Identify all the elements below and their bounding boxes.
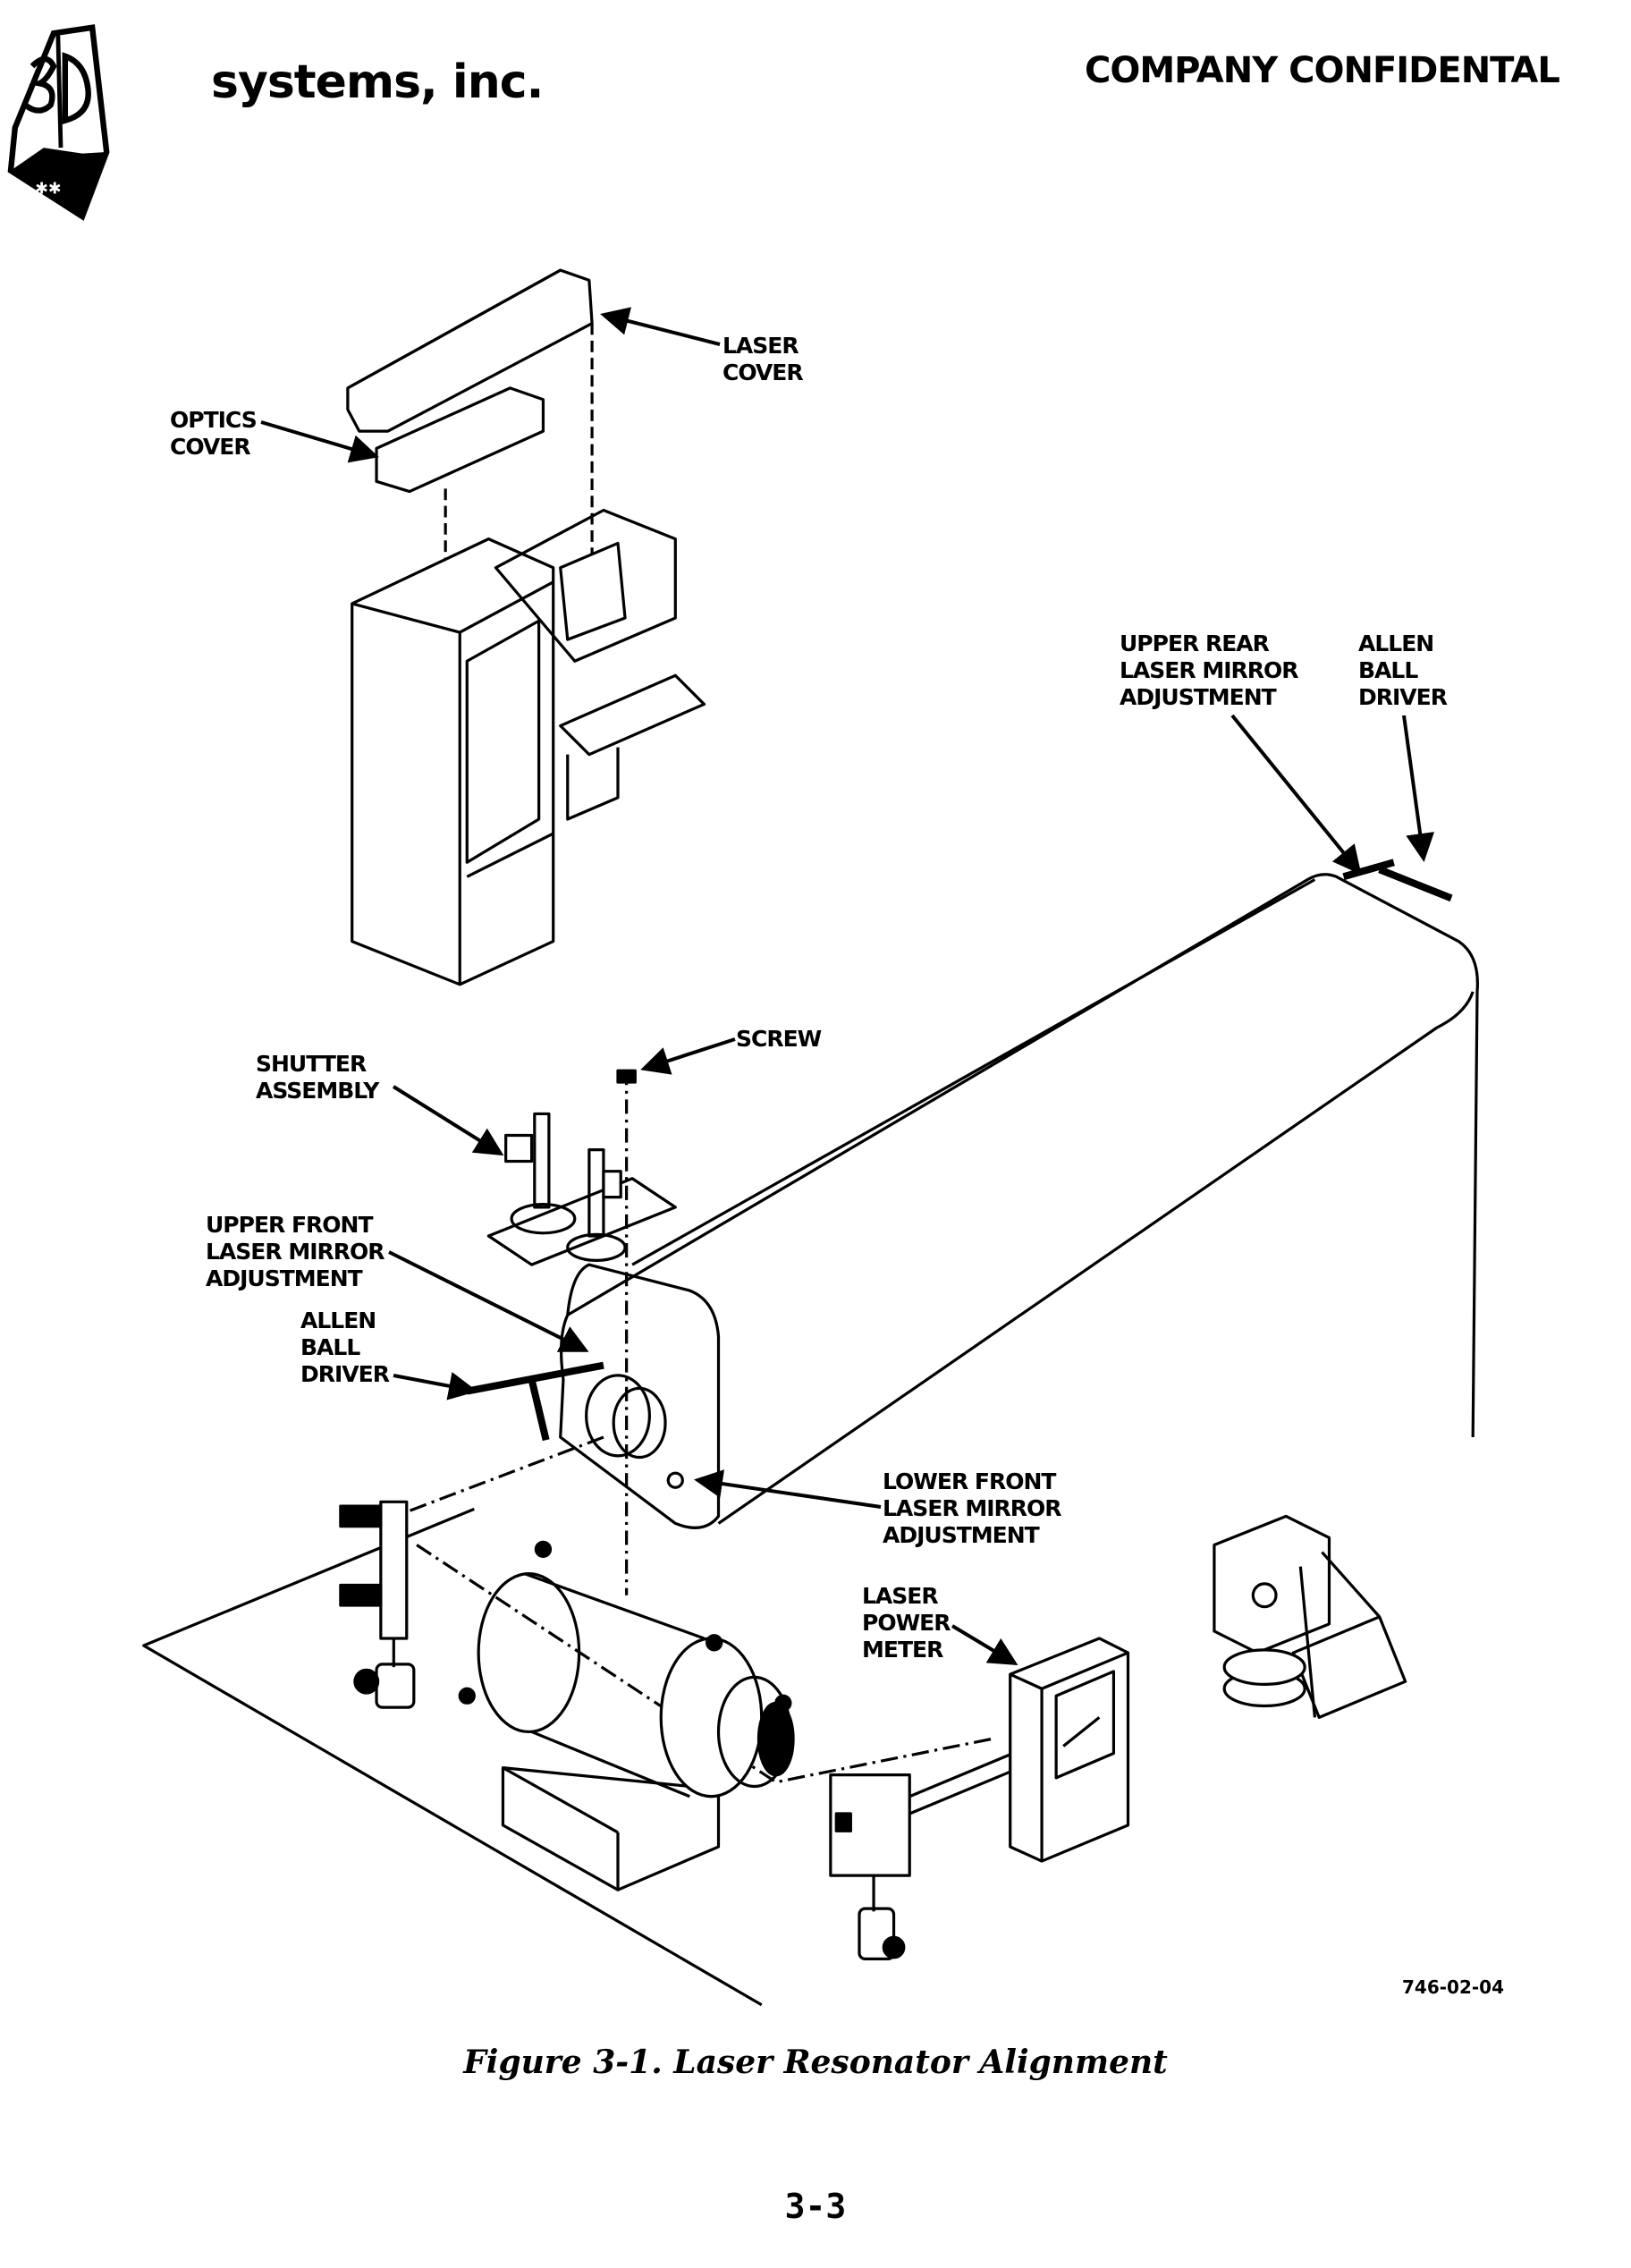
leader-upper-front — [389, 1252, 586, 1350]
label-allen-ball-driver-front: ALLENBALLDRIVER — [300, 1307, 389, 1388]
leader-allen-rear — [1404, 715, 1424, 859]
label-lower-front-mirror-adjustment: LOWER FRONTLASER MIRRORADJUSTMENT — [883, 1468, 1061, 1549]
figure-caption: Figure 3-1. Laser Resonator Alignment — [0, 2044, 1631, 2081]
laser-head — [1214, 1516, 1406, 1717]
label-upper-rear-mirror-adjustment: UPPER REARLASER MIRRORADJUSTMENT — [1120, 630, 1298, 711]
leader-lower-front — [697, 1480, 881, 1507]
leader-laser-cover — [604, 315, 720, 344]
label-laser-power-meter: LASERPOWERMETER — [862, 1583, 950, 1663]
leader-screw — [644, 1039, 735, 1069]
page-number: 3-3 — [0, 2187, 1631, 2226]
leader-upper-rear — [1232, 715, 1359, 872]
laser-tube — [561, 862, 1478, 1528]
label-laser-cover: LASERCOVER — [723, 333, 803, 386]
leader-allen-front — [393, 1375, 474, 1391]
leader-shutter — [393, 1087, 501, 1154]
label-shutter-assembly: SHUTTERASSEMBLY — [256, 1051, 378, 1104]
laser-power-meter — [1010, 1638, 1128, 1861]
label-allen-ball-driver-rear: ALLENBALLDRIVER — [1358, 630, 1447, 711]
shutter-assembly — [488, 1071, 675, 1595]
drawing-number: 746-02-04 — [1402, 1976, 1504, 1998]
leader-power-meter — [952, 1626, 1015, 1663]
sla-cabinet — [352, 510, 705, 984]
mirror-mount — [341, 1502, 414, 1707]
label-upper-front-mirror-adjustment: UPPER FRONTLASER MIRRORADJUSTMENT — [206, 1212, 385, 1292]
label-screw: SCREW — [736, 1026, 821, 1053]
detector-mount — [831, 1754, 1013, 1959]
label-optics-cover: OPTICSCOVER — [170, 407, 257, 461]
